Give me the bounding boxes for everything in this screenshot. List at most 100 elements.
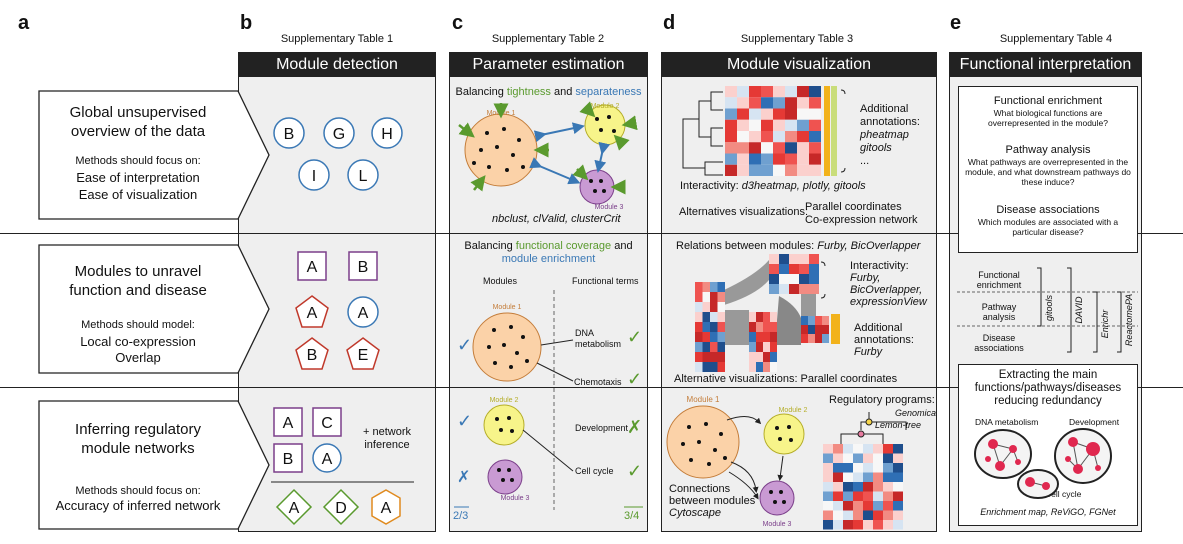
heatmap-cell — [749, 119, 761, 131]
heatmap-cell — [710, 282, 718, 292]
heatmap-cell — [815, 325, 822, 334]
heatmap-cell — [749, 322, 756, 332]
heatmap-cell — [749, 332, 756, 342]
heatmap-cell — [770, 312, 777, 322]
lemon-tree-label: Lemon-tree — [875, 420, 922, 430]
heatmap-cell — [695, 332, 703, 342]
heatmap-cell — [763, 362, 770, 372]
heatmap-cell — [695, 302, 703, 312]
module-2-circle — [763, 413, 805, 455]
heatmap-cell — [763, 342, 770, 352]
balancing-label-2: Balancing functional coverage and — [464, 240, 633, 252]
heatmap-cell — [769, 274, 779, 284]
heatmap-cell — [763, 322, 770, 332]
enrichment-map-graph — [974, 428, 1112, 499]
heatmap-cell — [761, 86, 773, 98]
heatmap-cell — [770, 332, 777, 342]
method-label: E — [358, 347, 369, 364]
heatmap-cell — [843, 472, 853, 482]
row-divider-1 — [0, 233, 1183, 234]
interactivity-tools-2: Interactivity:Furby,BicOverlapper,expres… — [850, 260, 927, 308]
heatmap-cell — [773, 108, 785, 120]
heatmap-cell — [873, 453, 883, 463]
module-3-circle — [759, 480, 795, 516]
method-pentagon: B — [295, 337, 329, 370]
heatmap-cell — [833, 472, 843, 482]
functional-coverage-diagram: Module 1 Module 2 Module 3 ✓ ✓ ✗ ✓ ✓ ✗ ✓ — [454, 290, 643, 510]
row3-bullet-1: Accuracy of inferred network — [55, 498, 221, 513]
method-label: B — [283, 451, 294, 468]
disease-associations-question: Which modules are associated with a part… — [977, 217, 1119, 237]
heatmap-cell — [808, 325, 815, 334]
heatmap-cell — [863, 463, 873, 473]
heatmap-cell — [797, 153, 809, 165]
heatmap-cell — [717, 332, 725, 342]
coverage-fraction: 2/3 — [453, 510, 469, 522]
arrow-shape — [38, 90, 270, 220]
heatmap-cell — [843, 520, 853, 530]
cluster-dna-metabolism: DNA metabolism — [975, 417, 1039, 427]
cross-module-3: ✗ — [457, 469, 470, 486]
heatmap-cell — [761, 153, 773, 165]
method-label: I — [312, 168, 316, 185]
heatmap-cell — [893, 491, 903, 501]
module-1-circle — [464, 113, 538, 187]
overlap-diagram — [695, 254, 840, 372]
heatmap-cell — [833, 501, 843, 511]
method-label: D — [335, 500, 347, 517]
heatmap-cell — [815, 334, 822, 343]
heatmap-cell — [853, 510, 863, 520]
functional-enrichment-question: What biological functions are overrepres… — [987, 108, 1109, 128]
method-label: B — [307, 347, 318, 364]
heatmap-cell — [737, 97, 749, 109]
heatmap-cell — [809, 164, 821, 176]
heatmap-cell — [725, 97, 737, 109]
heatmap-cell — [749, 97, 761, 109]
heatmap-cells — [725, 86, 821, 176]
heatmap-cell — [893, 444, 903, 454]
panel-label-e: e — [950, 12, 962, 34]
genomica-label: Genomica — [895, 408, 937, 418]
module-2-label: Module 2 — [779, 407, 808, 414]
heatmap-cell — [717, 322, 725, 332]
heatmap-cell — [797, 119, 809, 131]
heatmap-cell — [799, 264, 809, 274]
method-square: B — [273, 443, 303, 473]
heatmap-cell — [863, 472, 873, 482]
enrichment-fraction: 3/4 — [624, 510, 640, 522]
row1-title-line2: overview of the data — [70, 123, 206, 140]
heatmap-cell — [799, 284, 809, 294]
heatmap-cell — [756, 332, 763, 342]
supp-table-2: Supplementary Table 2 — [491, 33, 605, 45]
heatmap-cell — [763, 352, 770, 362]
header-module-detection: Module detection — [238, 52, 436, 77]
heatmap-cell — [873, 472, 883, 482]
heatmap-cell — [763, 312, 770, 322]
module-3-label: Module 3 — [595, 204, 624, 211]
heatmap-cell — [717, 362, 725, 372]
heatmap-cell — [809, 119, 821, 131]
heatmap-cell — [749, 312, 756, 322]
pathway-analysis-question: What pathways are overrepresented in the… — [965, 157, 1131, 187]
heatmap-cell — [863, 501, 873, 511]
module-1-circle — [472, 312, 542, 382]
overlap-heatmaps — [695, 254, 840, 372]
method-square: C — [312, 407, 342, 437]
heatmap-cell — [769, 284, 779, 294]
heatmap-cell — [785, 86, 797, 98]
heatmap-cell — [801, 325, 808, 334]
alternative-visualizations-2: Alternative visualizations: Parallel coo… — [674, 373, 898, 385]
module-3-circle — [579, 169, 615, 205]
heatmap-cell — [809, 86, 821, 98]
arrow-shape — [38, 400, 270, 530]
arrow-box-networks: Inferring regulatory module networks Met… — [38, 400, 270, 530]
tool-reactomepa: ReactomePA — [1124, 294, 1134, 346]
heatmap-cell — [893, 472, 903, 482]
method-circle: A — [347, 296, 379, 328]
module-3-label: Module 3 — [501, 495, 530, 502]
heatmap-cell — [749, 108, 761, 120]
